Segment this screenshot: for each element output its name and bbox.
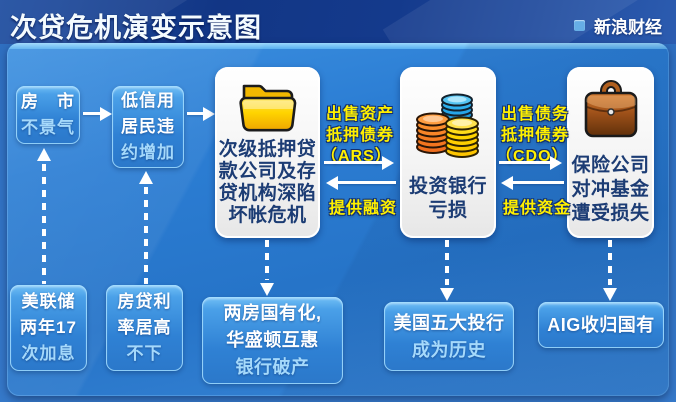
box-line: 美联储 [21,292,76,311]
dashed-arrow-down [602,240,618,301]
label-sell-ars: 抵押债券 [326,127,395,144]
box-gse-nationalization: 两房国有化, 华盛顿互惠 银行破产 [202,297,343,384]
header: 次贷危机演变示意图 新浪财经 [0,0,676,44]
label-sell-cdo: （CDO） [496,148,569,165]
box-line: 美国五大投行 [393,312,505,333]
label-sell-ars: （ARS） [321,148,392,165]
box-aig-nationalized: AIG收归国有 [538,302,664,348]
brand-label: 新浪财经 [594,18,662,37]
arrow-provide-financing [326,175,396,190]
box-line: 华盛顿互惠 [226,330,319,350]
card-line: 坏帐危机 [228,205,307,226]
box-line: 房 市 [21,92,75,111]
dashed-arrow-down [259,240,275,296]
arrow-provide-funds [501,175,564,190]
box-housing-market: 房 市 不景气 [16,86,80,144]
card-insurers-hedge-funds: 保险公司 对冲基金 遭受损失 [567,67,654,238]
card-subprime-lenders: 次级抵押贷 款公司及存 贷机构深陷 坏帐危机 [215,67,320,238]
arrow-right-icon [187,106,215,121]
card-investment-banks: 投资银行 亏损 [400,67,496,238]
card-line: 对冲基金 [571,179,650,200]
box-line: 不景气 [21,118,75,137]
box-high-mortgage-rates: 房贷利 率居高 不下 [106,285,183,371]
brand-bullet-icon [574,20,585,31]
card-line: 亏损 [428,200,468,221]
box-line: 率居高 [117,318,172,337]
dashed-arrow-up [36,148,52,284]
box-line: 两年17 [20,318,77,337]
box-line: 居民违 [121,117,175,136]
box-line: 次加息 [21,344,76,363]
box-line: 成为历史 [412,339,486,360]
briefcase-icon [584,80,637,138]
card-line: 保险公司 [571,155,650,176]
box-line: 房贷利 [117,292,172,311]
label-sell-cdo: 出售债务 [501,106,570,123]
label-sell-ars: 出售资产 [326,106,395,123]
arrow-sell-cdo [499,155,562,170]
folder-icon [238,84,296,132]
dashed-arrow-down [439,240,455,301]
box-low-credit-defaults: 低信用 居民违 约增加 [112,86,184,168]
box-line: 两房国有化, [223,303,322,323]
card-line: 贷机构深陷 [218,183,317,204]
box-line: AIG收归国有 [547,314,655,335]
sina-finance-logo: 新浪财经 [574,13,662,38]
box-line: 约增加 [121,143,175,162]
label-provide-funds: 提供资金 [503,200,572,217]
box-line: 不下 [126,344,163,363]
box-five-ibanks-history: 美国五大投行 成为历史 [384,302,514,371]
box-fed-rate-hikes: 美联储 两年17 次加息 [10,285,87,371]
coins-icon [416,93,479,158]
card-line: 投资银行 [408,176,487,197]
panel-top-highlight [7,43,669,49]
label-sell-cdo: 抵押债券 [501,127,570,144]
box-line: 银行破产 [235,357,310,377]
main-panel: 房 市 不景气 低信用 居民违 约增加 次级抵押 [7,43,669,396]
card-line: 次级抵押贷 [218,139,317,160]
card-line: 遭受损失 [571,203,650,224]
box-line: 低信用 [121,91,175,110]
label-provide-financing: 提供融资 [329,200,398,217]
arrow-right-icon [83,106,112,121]
dashed-arrow-up [138,171,154,284]
page-title: 次贷危机演变示意图 [10,13,262,43]
arrow-sell-ars [324,155,394,170]
card-line: 款公司及存 [218,161,317,182]
